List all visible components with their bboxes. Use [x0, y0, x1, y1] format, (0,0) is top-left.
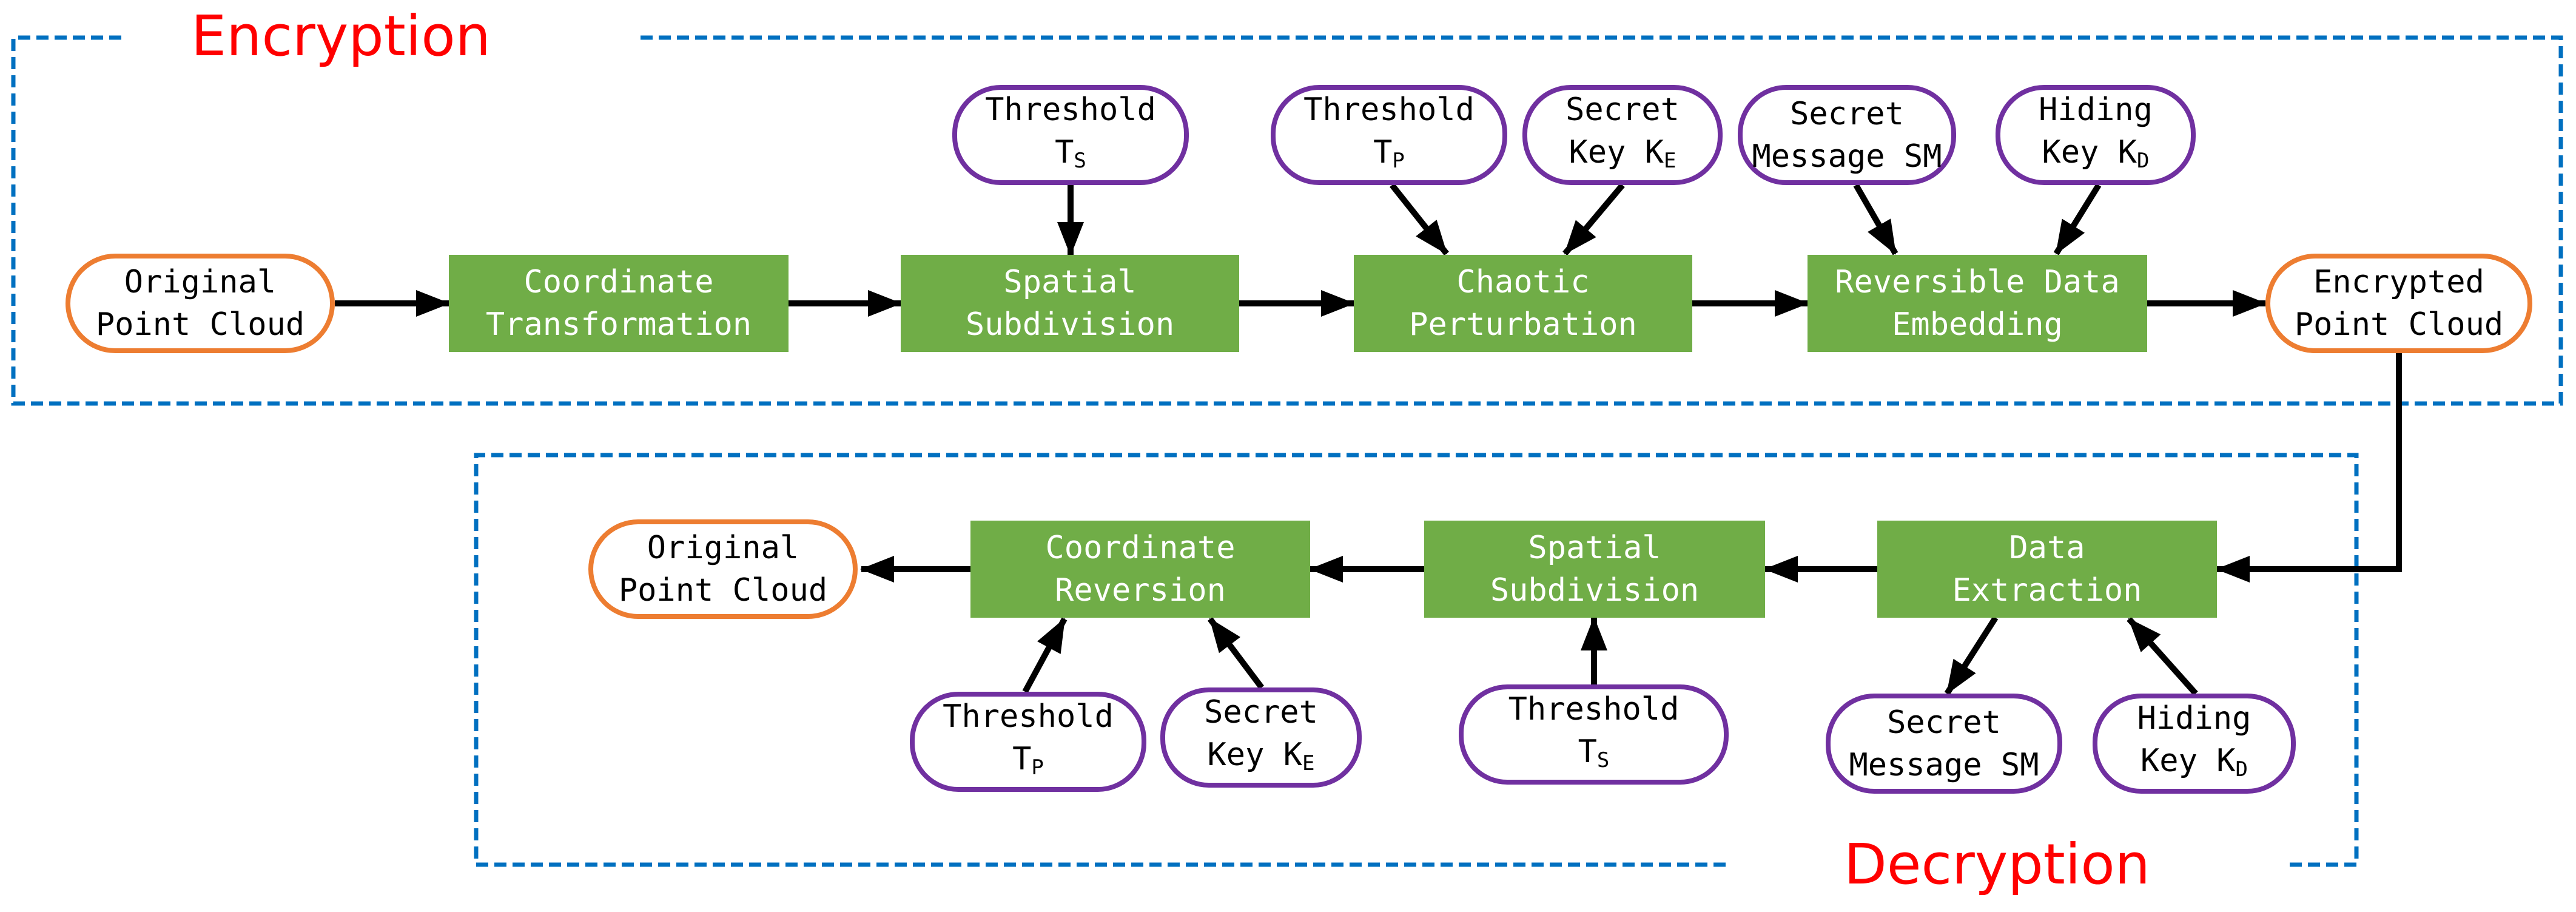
original-point-cloud: Original Point Cloud	[66, 254, 335, 353]
arrow-secret-key-ke-to-chaotic-perturbation	[1562, 183, 1625, 256]
data-extraction-line2: Extraction	[1952, 572, 2142, 609]
hiding-key-kd-symbol: Key KD	[2042, 131, 2149, 182]
threshold-ts-sub: S	[1074, 148, 1086, 173]
chaotic-perturbation-line2: Perturbation	[1409, 306, 1637, 343]
hiding-key-kd-line1: Hiding	[2039, 91, 2153, 128]
decryption-threshold-ts-line1: Threshold	[1508, 691, 1680, 728]
arrow-hiding-key-to-embedding	[2053, 183, 2102, 255]
reversible-data-embedding-line1: Reversible Data	[1835, 264, 2120, 300]
spatial-subdivision-line2: Subdivision	[965, 306, 1175, 343]
secret-message-sm-line2: Message SM	[1752, 138, 1942, 175]
secret-key-ke-line1: Secret	[1565, 91, 1680, 128]
threshold-tp-symbol: TP	[1373, 131, 1405, 182]
arrow-data-extraction-to-secret-message	[1944, 616, 1999, 695]
encrypted-point-cloud: Encrypted Point Cloud	[2265, 254, 2532, 353]
decryption-secret-key-ke-param: Secret Key KE	[1160, 687, 1362, 788]
recovered-original-point-cloud-line1: Original	[647, 530, 799, 566]
recovered-original-point-cloud-line2: Point Cloud	[618, 572, 828, 609]
threshold-ts-param: Threshold TS	[952, 85, 1189, 185]
secret-key-ke-sub: E	[1664, 148, 1676, 173]
reversible-data-embedding-line2: Embedding	[1892, 306, 2063, 343]
recovered-original-point-cloud: Original Point Cloud	[588, 519, 858, 619]
threshold-tp-main: T	[1373, 133, 1393, 171]
decryption-threshold-tp-main: T	[1012, 740, 1032, 777]
secret-message-sm-line1: Secret	[1790, 95, 1904, 132]
arrow-secret-key-ke-to-coordinate-reversion	[1208, 616, 1264, 690]
hiding-key-kd-main: Key K	[2042, 133, 2137, 171]
chaotic-perturbation-line1: Chaotic	[1456, 264, 1590, 300]
decryption-spatial-subdivision-line2: Subdivision	[1490, 572, 1700, 609]
decryption-secret-key-ke-sub: E	[1302, 751, 1315, 775]
decryption-hiding-key-kd-line1: Hiding	[2137, 700, 2251, 737]
decryption-threshold-tp-symbol: TP	[1012, 738, 1044, 789]
secret-key-ke-main: Key K	[1569, 133, 1664, 171]
data-extraction-step: Data Extraction	[1877, 521, 2217, 618]
decryption-hiding-key-kd-param: Hiding Key KD	[2093, 694, 2296, 794]
decryption-spatial-subdivision-step: Spatial Subdivision	[1424, 521, 1765, 618]
threshold-ts-symbol: TS	[1055, 131, 1086, 182]
decryption-spatial-subdivision-line1: Spatial	[1528, 530, 1661, 566]
data-extraction-line1: Data	[2009, 530, 2085, 566]
coordinate-transformation-line1: Coordinate	[523, 264, 714, 300]
hiding-key-kd-param: Hiding Key KD	[1996, 85, 2196, 185]
arrow-threshold-tp-to-coordinate-reversion	[1022, 617, 1068, 694]
reversible-data-embedding-step: Reversible Data Embedding	[1808, 255, 2147, 352]
chaotic-perturbation-step: Chaotic Perturbation	[1354, 255, 1692, 352]
coordinate-transformation-line2: Transformation	[485, 306, 752, 343]
encryption-section-border	[11, 35, 2563, 406]
encrypted-point-cloud-line1: Encrypted	[2313, 264, 2484, 300]
threshold-ts-main: T	[1055, 133, 1074, 171]
coordinate-reversion-step: Coordinate Reversion	[970, 521, 1310, 618]
decryption-hiding-key-kd-symbol: Key KD	[2141, 740, 2248, 791]
encryption-title: Encryption	[191, 4, 491, 69]
encrypted-point-cloud-line2: Point Cloud	[2294, 306, 2504, 343]
secret-key-ke-symbol: Key KE	[1569, 131, 1676, 182]
decryption-secret-message-sm-line1: Secret	[1887, 704, 2001, 741]
decryption-secret-key-ke-line1: Secret	[1204, 694, 1318, 731]
decryption-threshold-ts-symbol: TS	[1578, 731, 1610, 782]
decryption-hiding-key-kd-main: Key K	[2140, 742, 2236, 779]
decryption-secret-key-ke-symbol: Key KE	[1207, 734, 1314, 785]
arrow-threshold-tp-to-chaotic-perturbation	[1390, 183, 1449, 256]
decryption-threshold-ts-sub: S	[1596, 748, 1610, 772]
decryption-threshold-tp-sub: P	[1031, 755, 1044, 780]
threshold-ts-line1: Threshold	[985, 91, 1156, 128]
coordinate-transformation-step: Coordinate Transformation	[449, 255, 789, 352]
decryption-secret-message-sm-param: Secret Message SM	[1826, 694, 2062, 794]
arrow-encrypted-point-cloud-to-data-extraction	[2216, 351, 2402, 583]
decryption-secret-key-ke-main: Key K	[1207, 736, 1303, 773]
decryption-threshold-ts-main: T	[1578, 733, 1597, 770]
hiding-key-kd-sub: D	[2137, 148, 2150, 173]
arrow-hiding-key-to-data-extraction	[2127, 616, 2198, 696]
decryption-threshold-tp-param: Threshold TP	[910, 692, 1146, 792]
original-point-cloud-line1: Original	[124, 264, 277, 300]
decryption-threshold-ts-param: Threshold TS	[1459, 684, 1729, 785]
coordinate-reversion-line2: Reversion	[1055, 572, 1226, 609]
arrow-secret-message-to-embedding	[1853, 183, 1898, 255]
spatial-subdivision-line1: Spatial	[1003, 264, 1137, 300]
decryption-hiding-key-kd-sub: D	[2235, 757, 2248, 782]
spatial-subdivision-step: Spatial Subdivision	[901, 255, 1239, 352]
threshold-tp-param: Threshold TP	[1271, 85, 1507, 185]
secret-message-sm-param: Secret Message SM	[1738, 85, 1956, 185]
coordinate-reversion-line1: Coordinate	[1045, 530, 1236, 566]
decryption-secret-message-sm-line2: Message SM	[1849, 746, 2039, 783]
threshold-tp-line1: Threshold	[1303, 91, 1475, 128]
decryption-threshold-tp-line1: Threshold	[943, 698, 1114, 735]
decryption-section-border	[474, 453, 2359, 867]
threshold-tp-sub: P	[1392, 148, 1405, 173]
secret-key-ke-param: Secret Key KE	[1522, 85, 1723, 185]
original-point-cloud-line2: Point Cloud	[95, 306, 305, 343]
decryption-title: Decryption	[1844, 832, 2150, 897]
